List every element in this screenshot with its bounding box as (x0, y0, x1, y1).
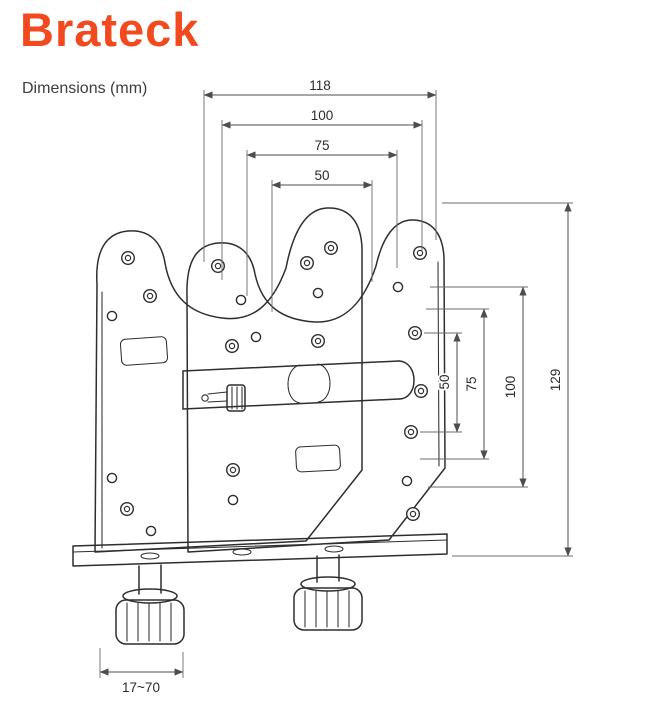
dim-right-50: 50 (420, 332, 462, 433)
dimensions-caption: Dimensions (mm) (22, 80, 148, 97)
right-dimensions: 50 75 100 129 (420, 202, 573, 557)
dim-top-100: 100 (221, 106, 423, 280)
dim-top-50: 50 (271, 166, 373, 312)
dim-bottom-range-label: 17~70 (122, 680, 160, 695)
front-plate-outline (94, 207, 363, 553)
dim-right-129: 129 (442, 202, 573, 557)
dim-right-100: 100 (428, 286, 528, 488)
clamp-screw (201, 384, 246, 412)
dim-top-75-label: 75 (314, 138, 329, 153)
dim-right-129-label: 129 (548, 369, 563, 392)
dim-top-118-label: 118 (309, 78, 331, 93)
dim-top-118: 118 (203, 76, 437, 262)
thumbscrew-left (115, 564, 185, 645)
dim-right-75: 75 (420, 308, 489, 460)
dim-top-75: 75 (246, 136, 398, 296)
base-plate (72, 533, 448, 567)
back-plate-edge (437, 261, 440, 467)
clamp-band (182, 360, 429, 410)
dim-right-75-label: 75 (464, 376, 479, 391)
brateck-logo: Brateck (20, 3, 200, 56)
dim-top-100-label: 100 (311, 108, 334, 123)
dim-top-50-label: 50 (314, 168, 329, 183)
dim-bottom-clamp-range: 17~70 (99, 648, 184, 697)
top-dimensions: 118 100 75 50 (203, 76, 437, 312)
bottom-dimensions: 17~70 (99, 648, 184, 697)
front-plate-holes (106, 240, 339, 537)
thumbscrew-right (293, 554, 363, 631)
dim-right-100-label: 100 (503, 376, 518, 399)
back-plate-slot (295, 444, 341, 473)
front-plate-slot (119, 336, 169, 366)
back-plate-holes (210, 245, 428, 522)
dim-right-50-label: 50 (437, 374, 452, 389)
bracket-illustration (72, 207, 448, 645)
back-plate-outline (186, 219, 446, 553)
